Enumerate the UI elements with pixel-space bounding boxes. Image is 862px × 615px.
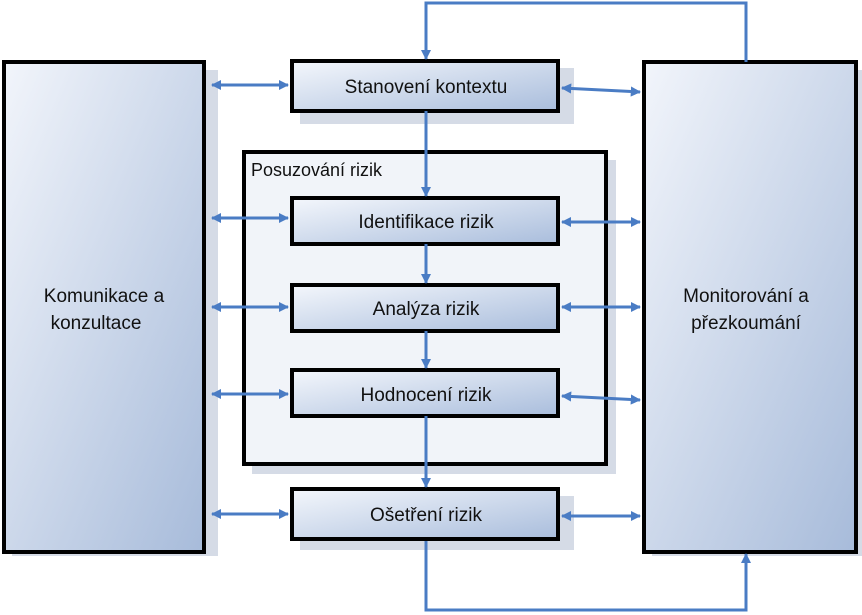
left-panel-label-line2: konzultace	[51, 313, 142, 334]
step-box-evaluation: Hodnocení rizik	[290, 368, 560, 418]
step-label-context: Stanovení kontextu	[345, 77, 508, 98]
group-label: Posuzování rizik	[251, 160, 383, 180]
step-box-identification: Identifikace rizik	[290, 196, 560, 246]
arrow-right-context	[560, 83, 642, 97]
left-panel-communication: Komunikace a konzultace	[2, 60, 206, 554]
connectors	[210, 1, 752, 612]
right-panel-label-line2: přezkoumání	[691, 313, 802, 334]
step-box-analysis: Analýza rizik	[290, 283, 560, 333]
step-label-evaluation: Hodnocení rizik	[361, 385, 492, 406]
right-panel-label-line1: Monitorování a	[683, 286, 809, 307]
step-label-analysis: Analýza rizik	[373, 299, 480, 320]
step-box-treatment: Ošetření rizik	[290, 487, 560, 541]
step-label-identification: Identifikace rizik	[358, 212, 494, 233]
step-box-context: Stanovení kontextu	[290, 59, 560, 113]
right-panel-monitoring: Monitorování a přezkoumání	[642, 60, 858, 554]
arrow-right-evaluation	[560, 391, 642, 405]
arrow-treatment-to-monitoring	[424, 541, 752, 612]
step-label-treatment: Ošetření rizik	[370, 505, 482, 526]
arrow-monitoring-to-context	[420, 1, 748, 62]
left-panel-label-line1: Komunikace a	[44, 286, 165, 307]
